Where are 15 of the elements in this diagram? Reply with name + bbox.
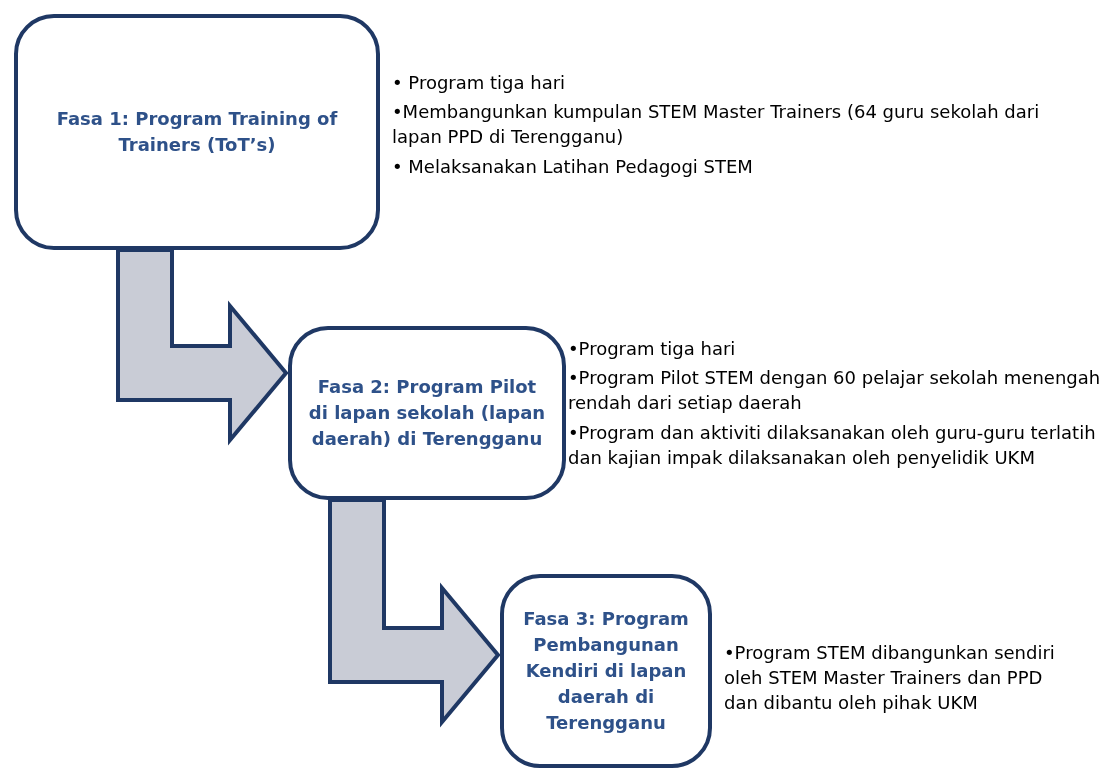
phase-box xyxy=(500,574,712,768)
phase-box xyxy=(288,326,566,500)
bullet-point: • Melaksanakan Latihan Pedagogi STEM xyxy=(392,154,754,179)
bullet-point: •Membangunkan kumpulan STEM Master Trainers (64 guru sekolah dari lapan PPD di Terengganu) xyxy=(392,100,1041,150)
bullet-point: •Program Pilot STEM dengan 60 pelajar sekolah menengah rendah dari setiap daerah xyxy=(568,366,1102,416)
bullet-point: •Program dan aktiviti dilaksanakan oleh guru-guru terlatih dan kajian impak dilaksanakan oleh penyelidik UKM xyxy=(568,420,1097,470)
bullet-point: •Program STEM dibangunkan sendiri oleh STEM Master Trainers dan PPD dan dibantu oleh pihak UKM xyxy=(724,641,1056,716)
phase-box xyxy=(14,14,380,250)
phase-title: Fasa 1: Program Training of Trainers (ToT’s) xyxy=(55,106,339,157)
phase-title: Fasa 2: Program Pilot di lapan sekolah (lapan daerah) di Terengganu xyxy=(307,374,547,452)
block-arrow xyxy=(328,498,501,728)
bullet-point: • Program tiga hari xyxy=(392,71,567,95)
block-arrow xyxy=(116,248,289,446)
phase-title: Fasa 3: Program Pembangunan Kendiri di lapan daerah di Terengganu xyxy=(522,606,690,736)
bullet-point: •Program tiga hari xyxy=(568,337,737,361)
